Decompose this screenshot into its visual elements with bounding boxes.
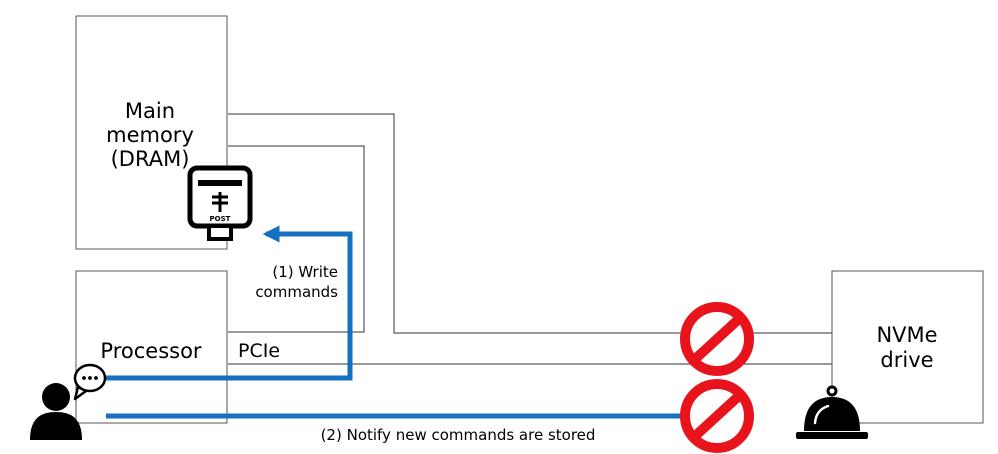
mailbox-icon: POST (187, 165, 253, 241)
person-icon (30, 383, 82, 440)
nvme-label-line1: NVMe (876, 323, 937, 347)
prohibited-icon-bottom (680, 379, 754, 453)
main-memory-label-line1: Main (125, 99, 175, 123)
memory-to-nvme-wire (228, 113, 832, 334)
prohibited-icon-top (680, 302, 754, 376)
service-bell-icon (796, 385, 868, 439)
mailbox-post-label: POST (210, 215, 231, 223)
main-memory-label-line2: memory (106, 123, 194, 147)
memory-to-pcie-wire (228, 145, 365, 333)
processor-label: Processor (100, 339, 202, 363)
processor-box: Processor (75, 270, 228, 424)
write-commands-label-line1: (1) Write (272, 263, 338, 281)
write-commands-label-line2: commands (255, 283, 338, 301)
pcie-label: PCIe (238, 340, 280, 362)
speech-bubble-icon (73, 363, 107, 401)
write-commands-arrow (106, 225, 353, 381)
nvme-label-line2: drive (880, 348, 933, 372)
nvme-drive-box: NVMe drive (831, 270, 984, 424)
main-memory-label-line3: (DRAM) (111, 147, 190, 171)
notify-label: (2) Notify new commands are stored (321, 426, 596, 444)
main-memory-box: Main memory (DRAM) (75, 15, 228, 250)
